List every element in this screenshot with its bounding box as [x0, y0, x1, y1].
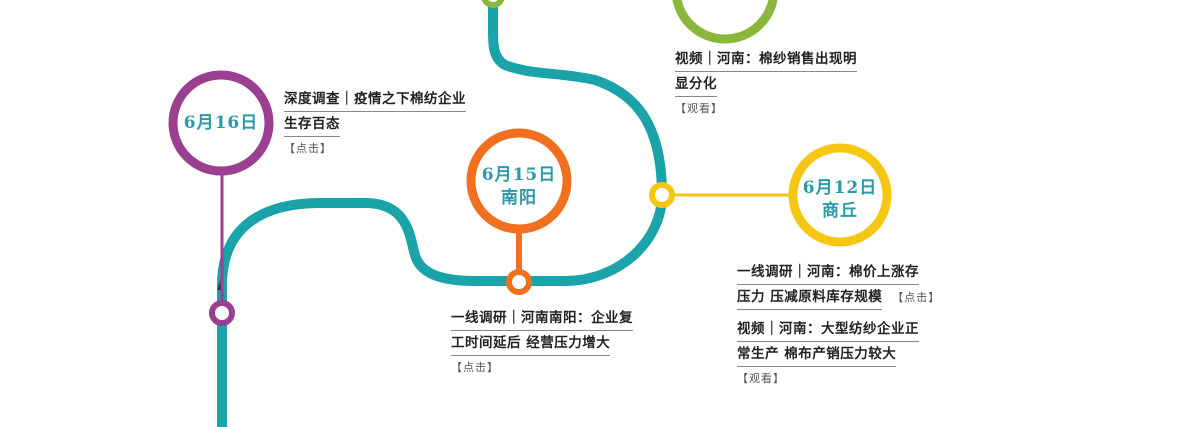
news-headline-line2[interactable]: 常生产 棉布产销压力较大 [737, 342, 897, 367]
stop-ring-jun16 [168, 70, 274, 176]
news-headline-line2[interactable]: 工时间延后 经营压力增大 [451, 331, 611, 356]
stop-ring-jun12 [788, 143, 892, 247]
click-link[interactable]: 【点击】 [451, 361, 499, 374]
news-zhoukou: 视频｜河南：棉纱销售出现明 显分化 【观看】 [675, 47, 857, 117]
stop-ring-zhoukou [672, 0, 778, 44]
track-node-top [481, 0, 505, 8]
timeline-track [217, 0, 668, 427]
news-jun12-b: 视频｜河南：大型纺纱企业正 常生产 棉布产销压力较大 【观看】 [737, 317, 919, 387]
stop-ring-jun15 [466, 128, 572, 234]
stop-label-zhoukou: 周口 [685, 0, 765, 5]
stop-label-jun16-date: 6月16日 [183, 113, 259, 133]
stop-label-jun15-city: 南阳 [501, 188, 537, 208]
news-headline-line1[interactable]: 一线调研｜河南：棉价上涨存 [737, 260, 919, 285]
news-headline-line2[interactable]: 生存百态 [284, 112, 340, 137]
stop-label-jun12: 6月12日 商丘 [795, 177, 885, 223]
news-headline-line1[interactable]: 视频｜河南：大型纺纱企业正 [737, 317, 919, 342]
news-jun16: 深度调查｜疫情之下棉纺企业 生存百态 【点击】 [284, 87, 466, 157]
news-jun15: 一线调研｜河南南阳：企业复 工时间延后 经营压力增大 【点击】 [451, 306, 633, 376]
news-jun12-a: 一线调研｜河南：棉价上涨存 压力 压减原料库存规模【点击】 [737, 260, 940, 310]
stop-label-jun12-city: 商丘 [822, 201, 858, 221]
stop-label-jun15-date: 6月15日 [481, 165, 557, 185]
click-link[interactable]: 【点击】 [284, 142, 332, 155]
track-node-jun12[interactable] [649, 182, 675, 208]
stop-label-zhoukou-line2: 周口 [685, 0, 765, 5]
stop-label-jun12-date: 6月12日 [802, 178, 878, 198]
news-headline-line1[interactable]: 深度调查｜疫情之下棉纺企业 [284, 87, 466, 112]
track-node-jun16[interactable] [209, 300, 235, 326]
watch-link[interactable]: 【观看】 [737, 372, 785, 385]
stop-label-jun15: 6月15日 南阳 [474, 164, 564, 210]
news-headline-line2[interactable]: 压力 压减原料库存规模 [737, 285, 883, 310]
click-link[interactable]: 【点击】 [892, 291, 941, 304]
watch-link[interactable]: 【观看】 [675, 102, 723, 115]
track-node-jun15[interactable] [506, 269, 532, 295]
news-headline-line1[interactable]: 一线调研｜河南南阳：企业复 [451, 306, 633, 331]
news-headline-line1[interactable]: 视频｜河南：棉纱销售出现明 [675, 47, 857, 72]
stop-label-jun16: 6月16日 [176, 112, 266, 135]
news-headline-line2[interactable]: 显分化 [675, 72, 717, 97]
